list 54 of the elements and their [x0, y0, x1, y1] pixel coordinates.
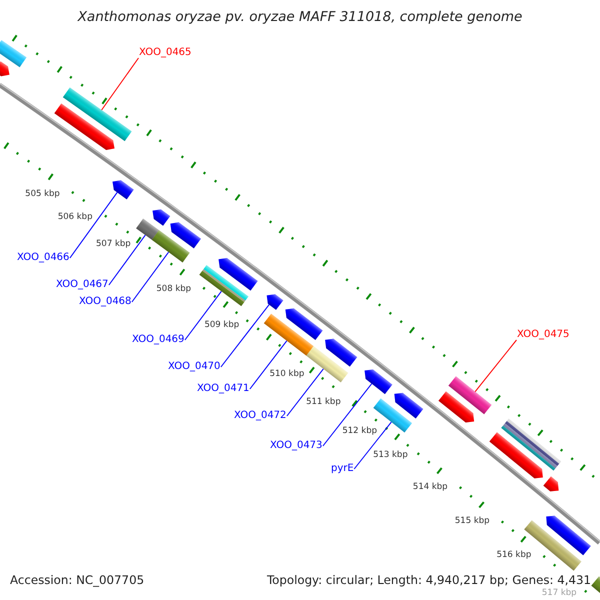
gene-block — [170, 222, 201, 248]
gene-label: XOO_0469 — [132, 334, 184, 346]
gene-block — [325, 338, 358, 367]
scale-label: 510 kbp — [270, 369, 304, 380]
gene-block — [112, 180, 134, 200]
gene-label: XOO_0465 — [139, 47, 192, 59]
map-title: Xanthomonas oryzae pv. oryzae MAFF 311018, complete genome — [78, 8, 522, 26]
leader-line — [286, 368, 324, 416]
gene-label: XOO_0475 — [517, 329, 570, 341]
gene-block — [543, 476, 559, 492]
scale-label: 505 kbp — [25, 188, 60, 199]
gene-block — [438, 391, 474, 422]
leader-line — [184, 290, 222, 340]
gene-bar — [501, 418, 562, 471]
scale-label: 506 kbp — [58, 212, 92, 222]
gene-bar — [0, 40, 27, 68]
scale-label: 513 kbp — [373, 450, 408, 460]
accession-text: Accession: NC_007705 — [10, 574, 144, 587]
gene-block — [364, 370, 392, 394]
gene-label: XOO_0472 — [234, 410, 286, 422]
gene-label: XOO_0470 — [168, 361, 220, 373]
scale-label: 511 kbp — [306, 397, 341, 408]
leader-line — [108, 234, 146, 286]
leader-line — [220, 304, 270, 368]
scale-label: 517 kbp — [542, 588, 577, 598]
leader-line — [322, 383, 372, 446]
gene-block — [0, 61, 10, 76]
scale-label: 508 kbp — [156, 284, 192, 294]
leader-line — [101, 58, 139, 110]
scale-label: 515 kbp — [454, 516, 490, 526]
scale-label: 516 kbp — [496, 550, 532, 560]
leader-line — [131, 252, 170, 302]
gene-label: XOO_0471 — [197, 383, 250, 395]
leader-line — [474, 340, 517, 392]
scale-label: 509 kbp — [204, 320, 240, 330]
gene-label: XOO_0467 — [56, 279, 108, 291]
scale-label: 507 kbp — [96, 239, 131, 250]
gene-block — [266, 294, 284, 310]
leader-line — [69, 192, 118, 258]
gene-label: XOO_0466 — [17, 252, 70, 264]
gene-block — [394, 392, 424, 418]
gene-bar — [591, 576, 600, 594]
gene-block — [285, 308, 323, 340]
scale-label: 514 kbp — [412, 482, 448, 492]
gene-label: XOO_0473 — [270, 440, 322, 452]
scale-label: 512 kbp — [342, 426, 377, 436]
gene-label: pyrE — [331, 463, 354, 475]
gene-block — [218, 258, 258, 291]
gene-block — [152, 209, 170, 226]
leader-line — [354, 422, 392, 470]
leader-line — [249, 340, 288, 390]
gene-label: XOO_0468 — [79, 296, 132, 308]
genome-summary-text: Topology: circular; Length: 4,940,217 bp; Genes: 4,431 — [266, 574, 591, 587]
gene-block — [54, 103, 115, 150]
